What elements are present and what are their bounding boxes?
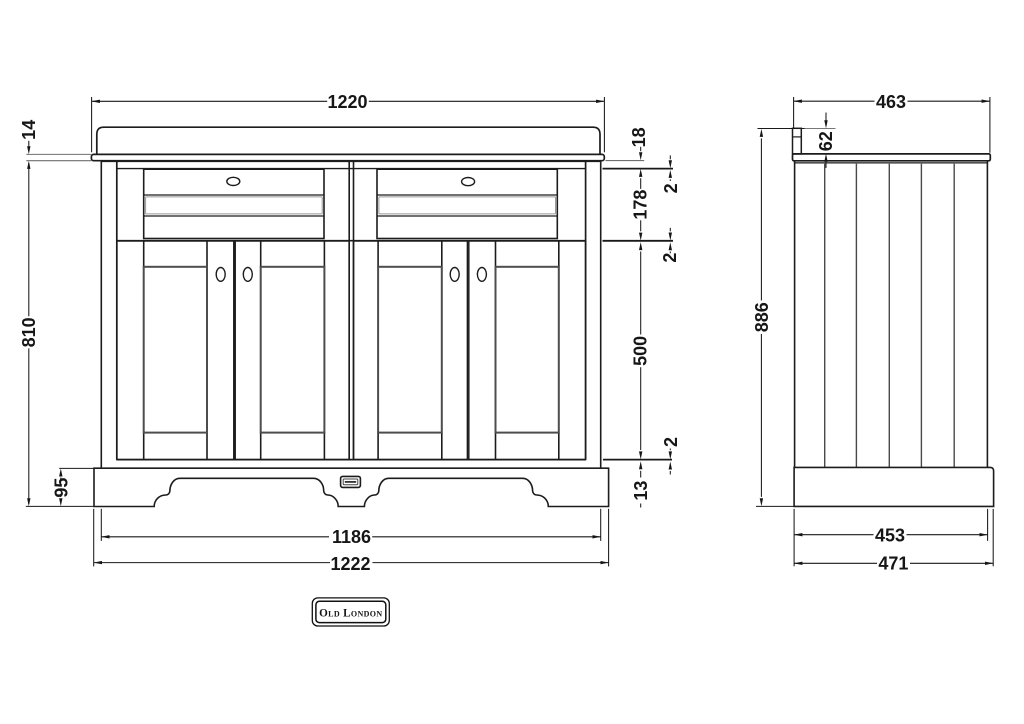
svg-text:453: 453 [875,525,905,545]
svg-text:2: 2 [660,253,680,263]
svg-text:810: 810 [19,317,39,347]
svg-text:2: 2 [661,183,681,193]
svg-text:1220: 1220 [327,92,367,112]
svg-text:18: 18 [629,127,649,147]
svg-text:2: 2 [661,437,681,447]
svg-text:500: 500 [630,336,650,366]
svg-text:463: 463 [876,92,906,112]
svg-text:62: 62 [816,131,836,151]
svg-text:1222: 1222 [330,554,370,574]
svg-text:1186: 1186 [332,527,371,547]
svg-text:14: 14 [19,120,39,140]
svg-text:178: 178 [630,190,650,220]
svg-text:886: 886 [752,302,772,332]
svg-text:471: 471 [878,554,908,574]
svg-text:95: 95 [51,478,71,498]
svg-text:Old London: Old London [319,608,382,620]
svg-text:13: 13 [631,481,651,501]
